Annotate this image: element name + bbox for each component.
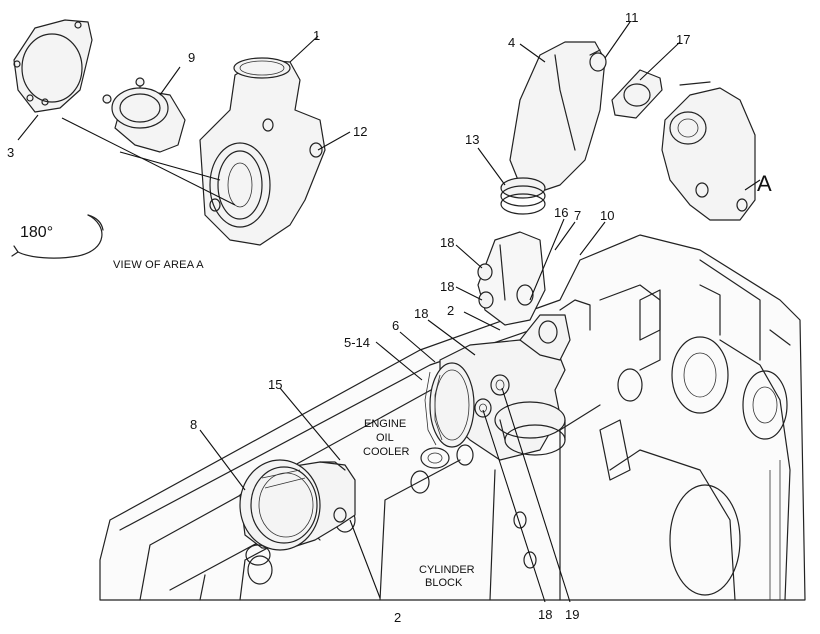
cylinder-block-line-2: BLOCK [425,577,463,589]
callout-15: 15 [268,377,283,392]
callout-11: 11 [625,10,639,25]
engine-oil-cooler-line-1: ENGINE [364,418,407,430]
engine-oil-cooler-line-2: OIL [376,432,394,444]
callout-19: 19 [565,607,580,622]
callout-16: 16 [554,205,569,220]
callout-2-top: 2 [447,303,455,318]
area-letter-a: A [757,171,772,196]
cylinder-block-line-1: CYLINDER [419,564,475,576]
elbow-housing-drawing [239,459,356,566]
callout-6: 6 [392,318,400,333]
callout-18-bottom: 18 [538,607,553,622]
callout-17: 17 [676,32,691,47]
oil-cooler-port-drawing [420,447,450,469]
rotation-arrow-drawing [11,214,104,259]
callout-3: 3 [7,145,15,160]
callout-9: 9 [188,50,196,65]
callout-10: 10 [600,208,615,223]
gasket-3-drawing [13,19,93,113]
engine-oil-cooler-line-3: COOLER [363,446,410,458]
callout-18-c: 18 [414,306,429,321]
leader-lines [17,21,761,603]
thermostat-9-drawing [102,77,186,153]
water-outlet-tube-drawing [500,41,607,215]
callout-18-b: 18 [440,279,455,294]
callout-12: 12 [353,124,368,139]
view-of-area-caption: VIEW OF AREA A [113,259,204,271]
callout-5-14: 5-14 [344,335,371,350]
callout-13: 13 [465,132,480,147]
water-pump-housing-drawing [424,231,571,461]
thermostat-housing-drawing [199,57,326,246]
gasket-17-drawing [611,69,663,119]
callout-4: 4 [508,35,516,50]
callout-1: 1 [313,28,321,43]
callout-2-bottom: 2 [394,610,402,625]
rotation-label: 180° [20,224,54,241]
callout-8: 8 [190,417,198,432]
area-a-housing-drawing [661,81,756,221]
callout-7: 7 [574,208,582,223]
callout-18-a: 18 [440,235,455,250]
